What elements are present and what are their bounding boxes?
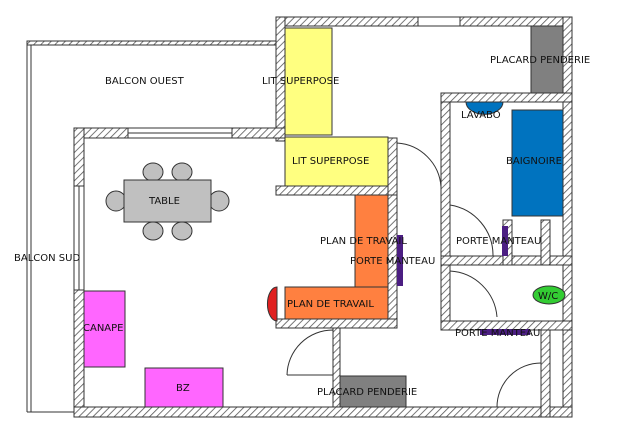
label-lit-superpose-1: LIT SUPERPOSE [262,76,339,87]
wardrobe-bottom [339,375,407,408]
sofa-bed-bz [144,367,224,408]
label-balcon-sud: BALCON SUD [14,253,80,264]
label-placard-top: PLACARD PENDERIE [490,55,590,66]
dining-table [123,179,212,223]
label-lavabo: LAVABO [461,110,501,121]
label-porte-manteau-3: PORTE MANTEAU [455,328,540,339]
coat-rack-1 [397,235,403,286]
worktop-horizontal [284,286,389,320]
bathtub [511,109,564,217]
label-wc: W/C [538,291,558,302]
coat-rack-3 [480,329,530,335]
door-swings [286,142,542,408]
coat-rack-2 [502,226,508,256]
label-table: TABLE [148,196,180,207]
labels: BALCON OUEST BALCON SUD LIT SUPERPOSE LI… [14,55,590,398]
label-porte-manteau-1: PORTE MANTEAU [350,256,435,267]
label-porte-manteau-2: PORTE MANTEAU [456,236,541,247]
label-plan-travail-2: PLAN DE TRAVAIL [287,299,374,310]
worktop-vertical [354,194,389,288]
dining-table-group [105,162,230,241]
label-bz: BZ [176,383,190,394]
bunk-bed-lower [284,136,389,187]
sofa [83,290,126,368]
label-baignoire: BAIGNOIRE [506,156,562,167]
label-placard-bottom: PLACARD PENDERIE [317,387,417,398]
label-balcon-ouest: BALCON OUEST [105,76,185,87]
label-canape: CANAPE [83,323,124,334]
bunk-bed-upper [284,27,333,136]
appliance-icon [266,286,278,322]
label-lit-superpose-2: LIT SUPERPOSE [292,156,369,167]
label-plan-travail-1: PLAN DE TRAVAIL [320,236,407,247]
wardrobe-top [530,25,564,94]
washbasin-icon [465,101,504,115]
wc-icon [532,285,566,305]
